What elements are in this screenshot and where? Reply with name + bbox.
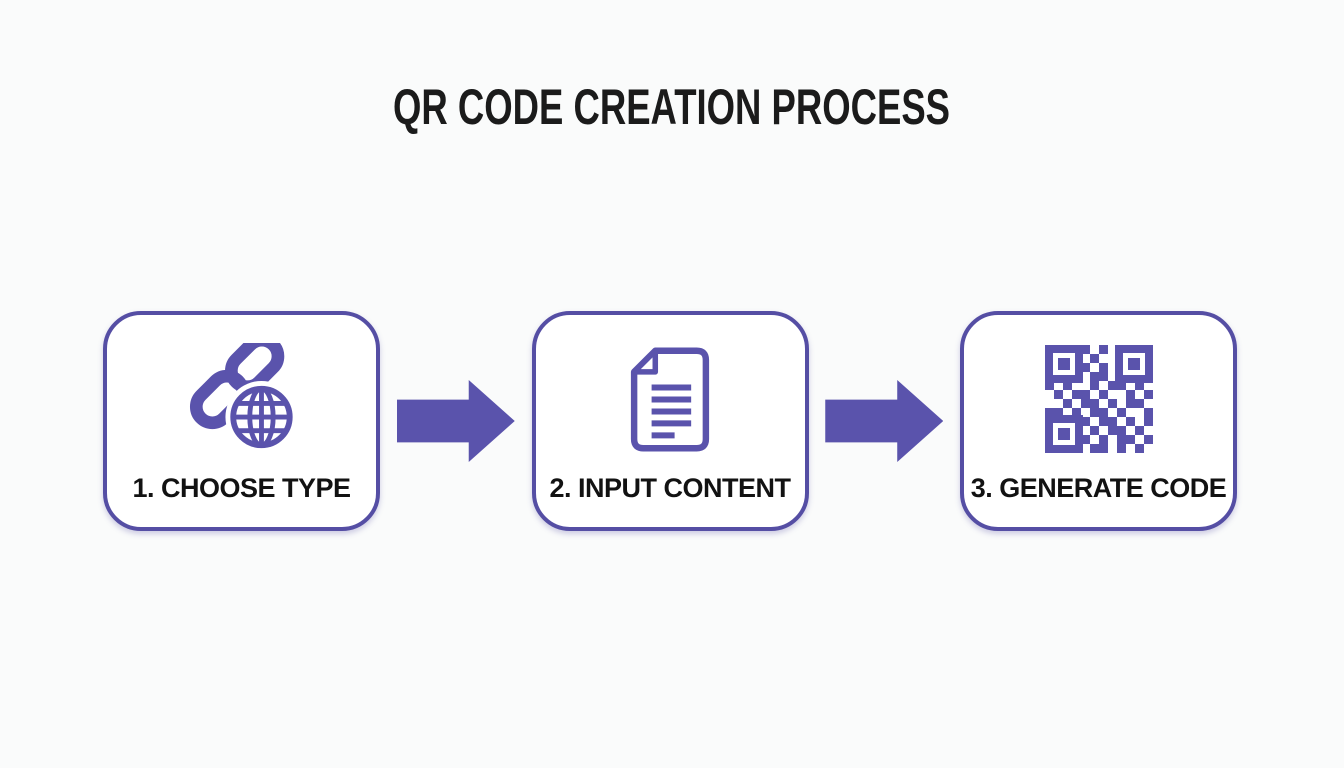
- arrow-right-icon: [396, 380, 515, 462]
- qr-finder-dot: [1057, 358, 1070, 370]
- step-box-input-content: 2. INPUT CONTENT: [531, 311, 809, 531]
- process-flow: 1. CHOOSE TYPE 2. INPUT CO: [103, 311, 1237, 531]
- document-icon: [624, 339, 716, 459]
- step-box-generate-code: 3. GENERATE CODE: [960, 311, 1237, 531]
- arrow-right-icon: [825, 380, 944, 462]
- step-label-input-content: 2. INPUT CONTENT: [549, 473, 791, 503]
- step-label-generate-code: 3. GENERATE CODE: [970, 473, 1227, 503]
- step-label-choose-type: 1. CHOOSE TYPE: [132, 473, 351, 503]
- qr-finder-dot: [1057, 428, 1070, 440]
- qr-finder-bottom-left: [1044, 415, 1083, 453]
- qr-code-icon: [1044, 339, 1153, 459]
- qr-finder-top-left: [1044, 345, 1083, 383]
- step-box-choose-type: 1. CHOOSE TYPE: [103, 311, 380, 531]
- page-title: QR CODE CREATION PROCESS: [0, 82, 1344, 132]
- qr-finder-top-right: [1114, 345, 1153, 383]
- qr-finder-dot: [1127, 358, 1140, 370]
- qr-modules: [1044, 345, 1153, 453]
- qr-code-graphic: [1044, 345, 1153, 453]
- link-globe-icon: [181, 339, 303, 459]
- page-title-text: QR CODE CREATION PROCESS: [393, 79, 951, 135]
